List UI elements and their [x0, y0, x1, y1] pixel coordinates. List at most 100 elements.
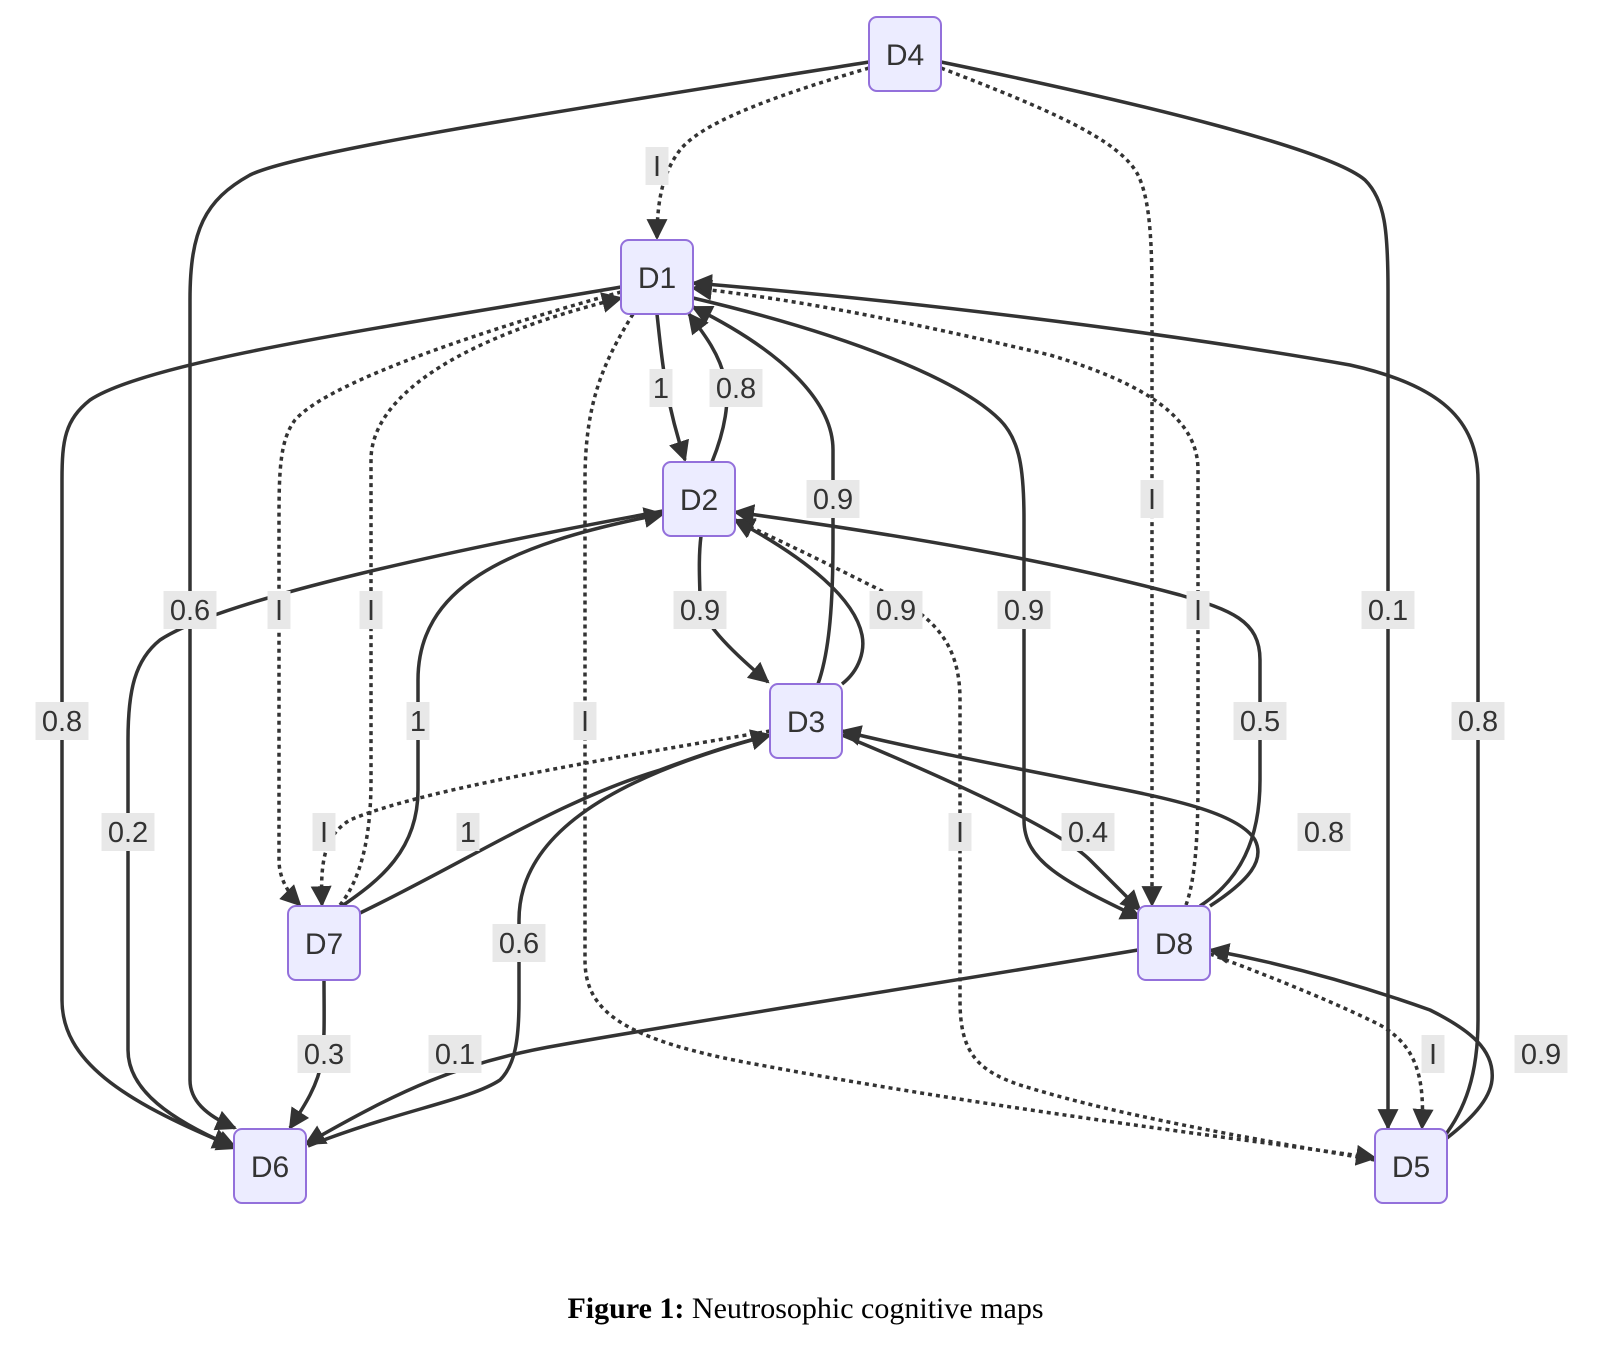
node-d7[interactable]: D7 [287, 905, 361, 981]
node-box [769, 683, 843, 759]
edge-label-text: I [956, 817, 964, 849]
edge-label-d7-d6: 0.3 [297, 1035, 351, 1073]
edge-d5-d8 [1207, 943, 1494, 1140]
edge-d5-d2 [733, 518, 1376, 1162]
node-box [1137, 905, 1211, 981]
edge-label-text: 0.4 [1068, 817, 1108, 849]
edge-d3-d2 [733, 518, 865, 686]
edge-label-d4-d1: I [645, 147, 669, 185]
edge-label-background [406, 702, 430, 740]
edge-label-text: I [275, 595, 283, 627]
edge-label-background [359, 591, 383, 629]
edge-label-text: I [320, 817, 328, 849]
edge-label-text: I [1148, 484, 1156, 516]
edge-label-background [1421, 1035, 1445, 1073]
edge-label-text: 0.3 [304, 1039, 344, 1071]
edge-label-background [101, 813, 155, 851]
edge-label-d1-d2: 1 [649, 369, 673, 407]
caption-label: Figure 1: [567, 1292, 685, 1325]
edge-label-background [312, 813, 336, 851]
node-d8[interactable]: D8 [1137, 905, 1211, 981]
node-d5[interactable]: D5 [1374, 1128, 1448, 1204]
edge-label-background [649, 369, 673, 407]
edge-label-d5-d1: 0.8 [1451, 702, 1505, 740]
edge-d8-d1 [690, 279, 1200, 906]
edge-label-text: 0.2 [108, 817, 148, 849]
edge-label-background [1361, 591, 1415, 629]
node-d4[interactable]: D4 [868, 16, 942, 92]
edge-label-background [492, 924, 546, 962]
node-d6[interactable]: D6 [233, 1128, 307, 1204]
edge-label-d8-d5: I [1421, 1035, 1445, 1073]
edge-d8-d3 [839, 725, 1260, 908]
edge-label-text: 0.5 [1240, 706, 1280, 738]
edge-label-background [163, 591, 217, 629]
edge-label-background [1186, 591, 1210, 629]
node-d1[interactable]: D1 [620, 239, 694, 315]
caption-text: Neutrosophic cognitive maps [684, 1292, 1044, 1325]
edge-label-d6-d3: 0.6 [492, 924, 546, 962]
edge-d7-d3 [359, 729, 773, 915]
edge-label-d7-d2: 1 [406, 702, 430, 740]
edge-label-background [1514, 1035, 1568, 1073]
edge-label-background [1061, 813, 1115, 851]
edge-label-background [297, 1035, 351, 1073]
edge-label-background [1451, 702, 1505, 740]
node-label: D2 [680, 484, 718, 517]
edge-d5-d1 [690, 274, 1480, 1140]
node-label: D7 [305, 928, 343, 961]
edge-label-d2-d1: 0.8 [709, 369, 763, 407]
edge-label-d1-d8: 0.9 [997, 591, 1051, 629]
node-box [287, 905, 361, 981]
edge-label-text: 0.8 [42, 706, 82, 738]
edge-label-background [573, 702, 597, 740]
edge-label-text: 0.9 [876, 595, 916, 627]
edge-label-text: 0.8 [1458, 706, 1498, 738]
edge-d1-d6 [60, 285, 622, 1149]
node-label: D1 [638, 262, 676, 295]
edge-d8-d6 [304, 948, 1139, 1146]
edge-label-d4-d5: 0.1 [1361, 591, 1415, 629]
edge-label-text: 1 [460, 817, 476, 849]
edge-label-d8-d2: 0.5 [1233, 702, 1287, 740]
edge-d4-d1 [646, 66, 870, 241]
edge-label-d1-d6: 0.8 [35, 702, 89, 740]
edge-label-d7-d1: I [359, 591, 383, 629]
edge-label-text: I [581, 706, 589, 738]
edge-label-text: 0.9 [680, 595, 720, 627]
edge-d3-d1 [691, 305, 835, 685]
edge-label-d7-d3: 1 [456, 813, 480, 851]
node-d2[interactable]: D2 [662, 461, 736, 537]
edge-d1-d7 [277, 290, 622, 907]
edge-label-background [869, 591, 923, 629]
edge-d4-d6 [188, 60, 870, 1131]
node-label: D4 [886, 39, 924, 72]
edge-label-text: I [1429, 1039, 1437, 1071]
edge-label-text: 0.1 [435, 1039, 475, 1071]
edge-label-text: 0.9 [1521, 1039, 1561, 1071]
edge-label-d2-d6: 0.2 [101, 813, 155, 851]
edge-d4-d5 [940, 60, 1399, 1131]
edge-label-d1-d7: I [267, 591, 291, 629]
edge-label-text: 0.8 [1304, 817, 1344, 849]
edge-label-d5-d8: 0.9 [1514, 1035, 1568, 1073]
edge-label-text: 0.9 [813, 484, 853, 516]
node-box [868, 16, 942, 92]
edge-label-text: I [1194, 595, 1202, 627]
edge-label-background [997, 591, 1051, 629]
edge-label-d8-d1: I [1186, 591, 1210, 629]
edge-label-text: 0.8 [716, 373, 756, 405]
edge-label-text: 0.1 [1368, 595, 1408, 627]
edge-label-d5-d2: I [948, 813, 972, 851]
edge-label-d3-d8: 0.4 [1061, 813, 1115, 851]
edge-label-background [428, 1035, 482, 1073]
node-label: D5 [1392, 1151, 1430, 1184]
node-label: D6 [251, 1151, 289, 1184]
node-box [1374, 1128, 1448, 1204]
node-d3[interactable]: D3 [769, 683, 843, 759]
edge-label-d3-d1: 0.9 [806, 480, 860, 518]
edge-label-background [456, 813, 480, 851]
edge-label-background [948, 813, 972, 851]
